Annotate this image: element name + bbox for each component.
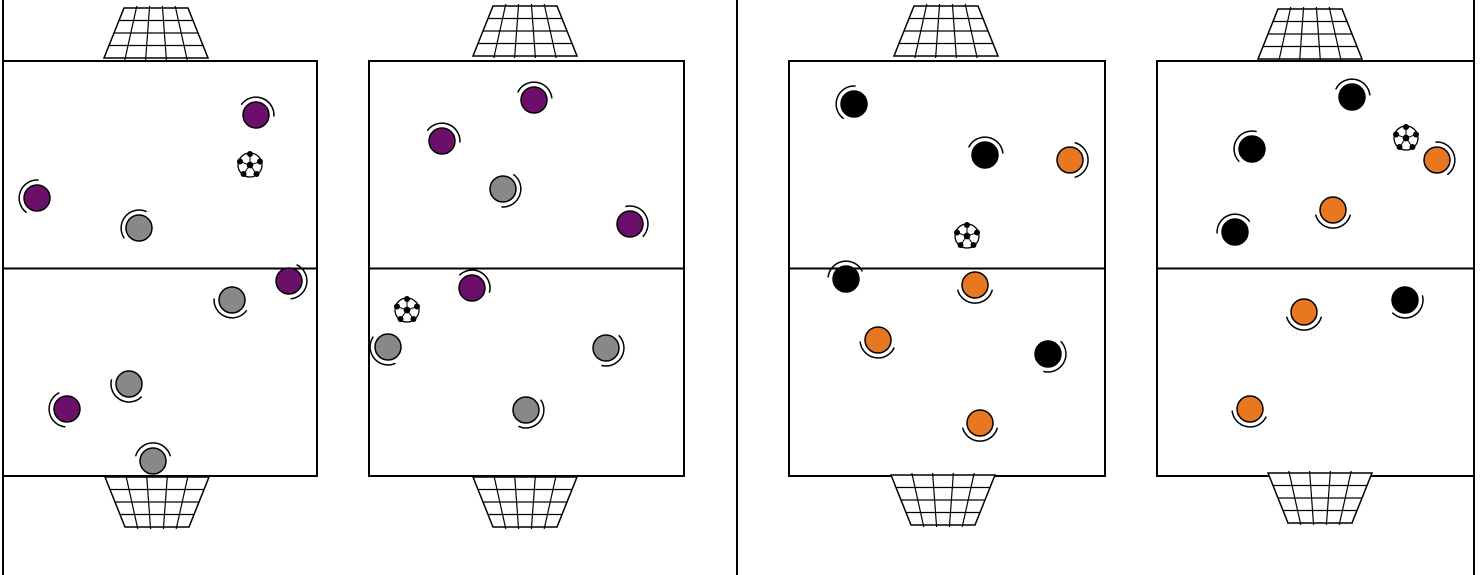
player-marker-orange[interactable]: [1237, 396, 1263, 422]
ball-patch: [394, 304, 400, 310]
player-marker-black[interactable]: [1035, 341, 1061, 367]
player-marker-purple[interactable]: [276, 268, 302, 294]
ball-patch: [237, 159, 243, 165]
player-marker-black[interactable]: [1392, 287, 1418, 313]
player-marker-gray[interactable]: [593, 335, 619, 361]
ball-patch: [1393, 132, 1399, 138]
ball-patch: [974, 230, 980, 236]
player-marker-orange[interactable]: [1057, 147, 1083, 173]
player-marker-gray[interactable]: [116, 371, 142, 397]
ball-patch: [954, 230, 960, 236]
player-marker-black[interactable]: [841, 91, 867, 117]
goal-net-icon: [1268, 471, 1372, 525]
player-marker-orange[interactable]: [1320, 197, 1346, 223]
player-marker-orange[interactable]: [962, 272, 988, 298]
goal-net-icon: [891, 473, 995, 527]
goal-net-icon: [104, 6, 208, 60]
goal-net-icon: [473, 475, 577, 529]
player-marker-gray[interactable]: [140, 448, 166, 474]
goal-net-icon: [105, 475, 209, 529]
ball-patch: [1413, 132, 1419, 138]
player-marker-black[interactable]: [972, 142, 998, 168]
player-marker-purple[interactable]: [243, 102, 269, 128]
player-marker-purple[interactable]: [54, 396, 80, 422]
player-marker-orange[interactable]: [967, 410, 993, 436]
player-marker-gray[interactable]: [219, 287, 245, 313]
player-marker-black[interactable]: [1222, 219, 1248, 245]
player-marker-black[interactable]: [833, 266, 859, 292]
player-marker-black[interactable]: [1339, 84, 1365, 110]
goal-net-icon: [473, 4, 577, 58]
player-marker-orange[interactable]: [1424, 147, 1450, 173]
player-marker-gray[interactable]: [375, 334, 401, 360]
player-marker-purple[interactable]: [521, 87, 547, 113]
player-marker-purple[interactable]: [24, 185, 50, 211]
ball-patch: [414, 304, 420, 310]
player-marker-gray[interactable]: [513, 397, 539, 423]
player-marker-black[interactable]: [1239, 136, 1265, 162]
player-marker-purple[interactable]: [429, 128, 455, 154]
fields-layer: [3, 4, 1474, 529]
player-marker-gray[interactable]: [126, 215, 152, 241]
ball-patch: [257, 159, 263, 165]
goal-net-icon: [894, 4, 998, 58]
player-marker-purple[interactable]: [617, 211, 643, 237]
field-4: [1157, 61, 1474, 476]
player-marker-purple[interactable]: [459, 275, 485, 301]
player-marker-gray[interactable]: [490, 176, 516, 202]
player-marker-orange[interactable]: [865, 327, 891, 353]
field-3: [789, 61, 1105, 476]
goal-net-icon: [1258, 7, 1362, 61]
player-marker-orange[interactable]: [1291, 299, 1317, 325]
